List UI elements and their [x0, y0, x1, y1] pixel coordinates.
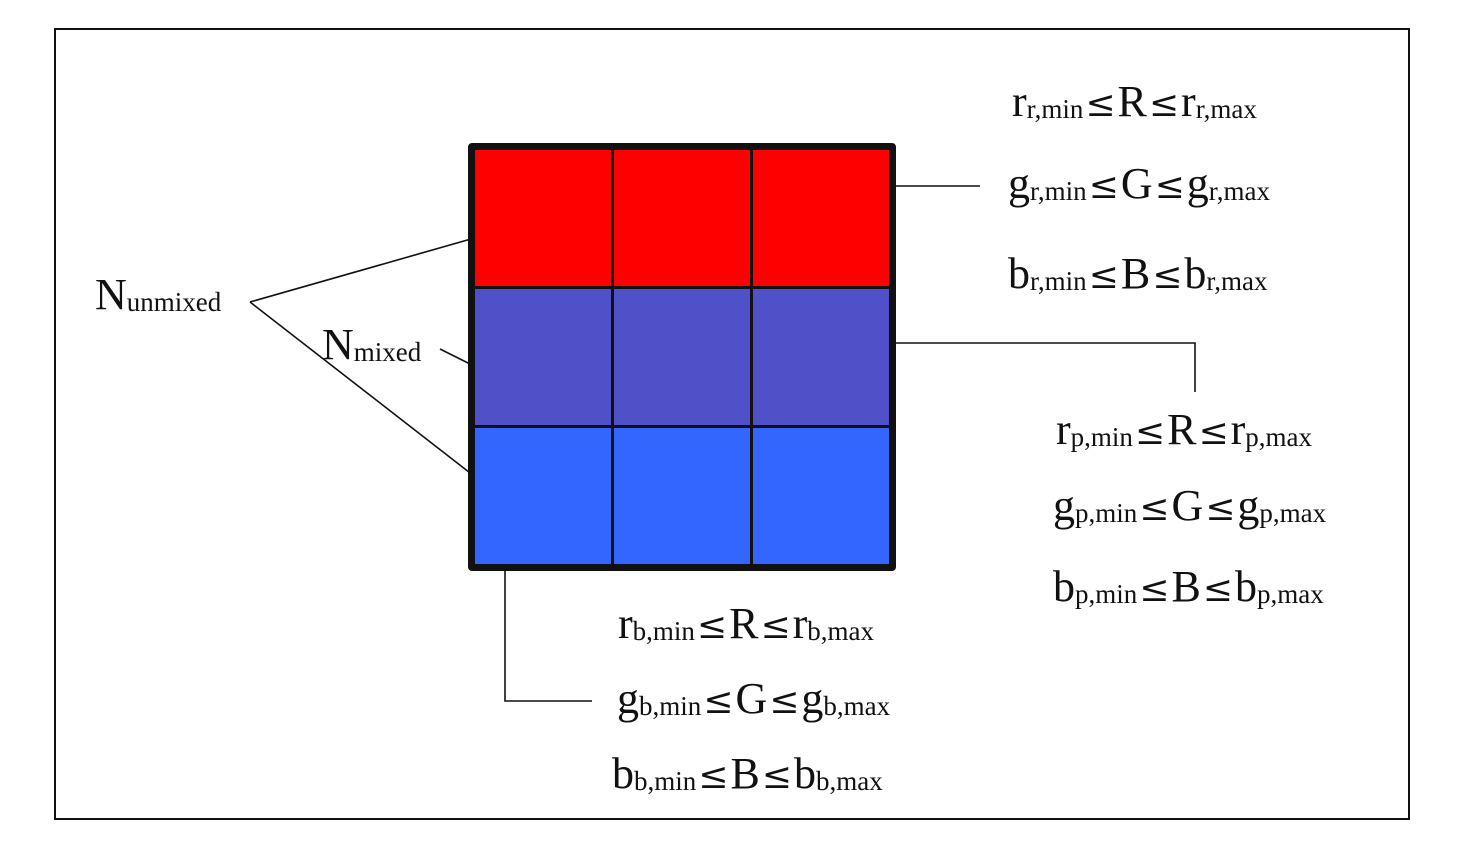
grid-cell-red-2 — [614, 150, 750, 286]
eq-mid: B — [1171, 562, 1201, 611]
eq-var: r — [1056, 405, 1071, 454]
label-n-mixed: Nmixed — [322, 323, 421, 367]
eq-rel: ≤ — [1202, 569, 1233, 610]
grid-cell-blue-1 — [475, 428, 611, 564]
eq-var: b — [612, 749, 634, 798]
label-n-mixed-sub: mixed — [353, 337, 422, 368]
eq-rel: ≤ — [1152, 256, 1183, 297]
eq-lo-sub: b,min — [634, 766, 697, 797]
eq-hi-var: g — [1237, 481, 1260, 530]
eq-hi-var: g — [801, 674, 824, 723]
eq-lo-sub: b,min — [632, 616, 695, 647]
eq-mid: G — [1171, 481, 1204, 530]
eq-rel: ≤ — [698, 756, 729, 797]
color-grid — [468, 143, 896, 571]
eq-mid: G — [735, 674, 768, 723]
eq-var: b — [1053, 562, 1075, 611]
eq-mid: R — [1167, 405, 1197, 454]
eq-rel: ≤ — [696, 606, 728, 647]
eq-hi-var: b — [1184, 249, 1207, 298]
diagram-frame — [54, 28, 1410, 820]
eq-var: b — [1008, 249, 1030, 298]
equation-blue-r: rb,min≤R≤rb,max — [618, 602, 874, 646]
eq-rel: ≤ — [1088, 166, 1119, 207]
equation-blue-g: gb,min≤G≤gb,max — [617, 677, 890, 721]
eq-lo-sub: p,min — [1075, 498, 1138, 529]
eq-rel: ≤ — [1139, 488, 1170, 529]
label-n-unmixed-main: N — [95, 270, 127, 319]
label-n-unmixed: Nunmixed — [95, 273, 221, 317]
equation-red-g: gr,min≤G≤gr,max — [1008, 162, 1270, 206]
grid-cell-red-1 — [475, 150, 611, 286]
eq-hi-sub: p,max — [1245, 422, 1313, 453]
eq-rel: ≤ — [1139, 569, 1170, 610]
eq-hi-sub: r,max — [1195, 94, 1257, 125]
eq-rel: ≤ — [760, 606, 791, 647]
grid-cell-blue-3 — [753, 428, 889, 564]
grid-cell-purple-1 — [475, 289, 611, 425]
eq-hi-var: r — [792, 599, 808, 648]
eq-hi-sub: p,max — [1259, 498, 1327, 529]
eq-rel: ≤ — [1085, 84, 1116, 125]
eq-lo-sub: p,min — [1075, 579, 1138, 610]
eq-rel: ≤ — [1134, 412, 1166, 453]
eq-lo-sub: r,min — [1026, 94, 1084, 125]
eq-hi-sub: p,max — [1256, 579, 1324, 610]
eq-hi-var: r — [1181, 77, 1196, 126]
eq-rel: ≤ — [1088, 256, 1119, 297]
grid-cell-purple-2 — [614, 289, 750, 425]
equation-purple-g: gp,min≤G≤gp,max — [1053, 484, 1326, 528]
eq-rel: ≤ — [1154, 166, 1185, 207]
eq-var: g — [1008, 159, 1030, 208]
label-n-mixed-main: N — [322, 320, 354, 369]
eq-hi-sub: b,max — [815, 766, 883, 797]
eq-hi-sub: r,max — [1206, 266, 1268, 297]
eq-hi-sub: r,max — [1208, 176, 1270, 207]
eq-var: g — [617, 674, 639, 723]
eq-rel: ≤ — [703, 681, 734, 722]
equation-red-b: br,min≤B≤br,max — [1008, 252, 1268, 296]
eq-hi-var: r — [1230, 405, 1246, 454]
grid-cell-blue-2 — [614, 428, 750, 564]
eq-var: r — [1012, 77, 1027, 126]
eq-mid: R — [729, 599, 759, 648]
eq-lo-sub: b,min — [639, 691, 702, 722]
equation-red-r: rr,min≤R≤rr,max — [1012, 80, 1257, 124]
eq-rel: ≤ — [1205, 488, 1236, 529]
eq-rel: ≤ — [769, 681, 800, 722]
eq-hi-sub: b,max — [823, 691, 891, 722]
eq-rel: ≤ — [761, 756, 792, 797]
grid-cell-purple-3 — [753, 289, 889, 425]
eq-var: r — [618, 599, 633, 648]
eq-hi-var: g — [1186, 159, 1209, 208]
eq-mid: B — [730, 749, 760, 798]
equation-purple-b: bp,min≤B≤bp,max — [1053, 565, 1324, 609]
equation-purple-r: rp,min≤R≤rp,max — [1056, 408, 1312, 452]
eq-lo-sub: p,min — [1070, 422, 1133, 453]
eq-hi-var: b — [793, 749, 816, 798]
eq-hi-var: b — [1234, 562, 1257, 611]
eq-rel: ≤ — [1148, 84, 1180, 125]
eq-mid: B — [1120, 249, 1151, 298]
eq-mid: R — [1117, 77, 1147, 126]
label-n-unmixed-sub: unmixed — [126, 287, 222, 318]
eq-mid: G — [1120, 159, 1153, 208]
eq-lo-sub: r,min — [1030, 266, 1087, 297]
grid-cell-red-3 — [753, 150, 889, 286]
equation-blue-b: bb,min≤B≤bb,max — [612, 752, 883, 796]
eq-var: g — [1053, 481, 1075, 530]
eq-rel: ≤ — [1198, 412, 1229, 453]
eq-hi-sub: b,max — [807, 616, 875, 647]
eq-lo-sub: r,min — [1030, 176, 1087, 207]
